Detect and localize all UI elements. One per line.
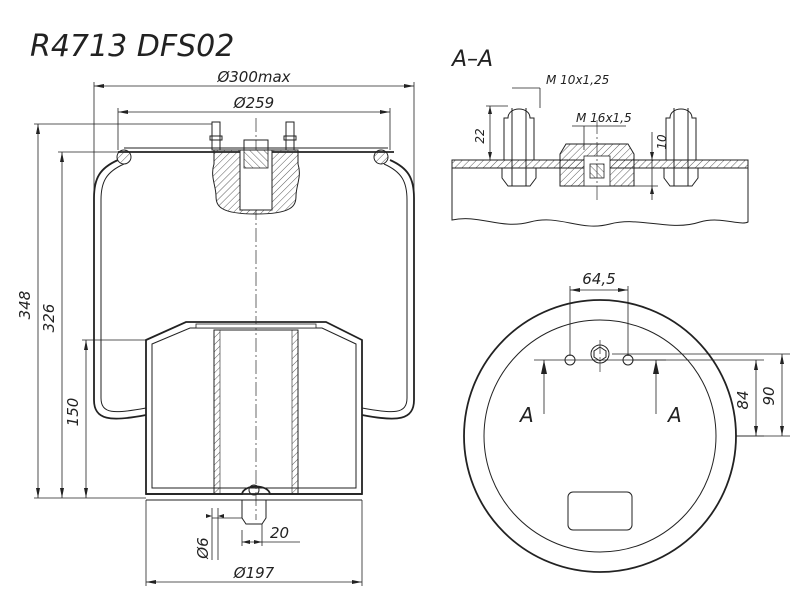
section-stud-left xyxy=(503,108,535,161)
section-stud-right xyxy=(665,108,697,161)
piston-body xyxy=(145,321,363,495)
dim-height-body: 326 xyxy=(40,304,58,333)
dim-diameter-max: Ø300max xyxy=(216,68,290,86)
section-marker-right: A xyxy=(666,403,682,427)
dim-offset-90: 90 xyxy=(760,386,778,405)
section-view-title: A–A xyxy=(450,47,493,72)
dim-height-total: 348 xyxy=(16,291,34,320)
dim-diameter-plate: Ø259 xyxy=(233,94,274,112)
bottom-pin xyxy=(241,500,267,525)
dim-diameter-pin: Ø6 xyxy=(194,537,212,559)
dim-center-depth: 10 xyxy=(655,134,669,150)
center-nut xyxy=(243,139,269,151)
left-crimp xyxy=(116,149,132,165)
dim-stud-spacing: 64,5 xyxy=(582,270,615,288)
break-line xyxy=(451,168,749,227)
section-a-a-view: M 10x1,25 M 16x1,5 22 10 xyxy=(451,73,749,227)
top-plan-view: A A 64,5 84 90 xyxy=(463,270,790,573)
dim-thread-stud: M 10x1,25 xyxy=(546,73,609,87)
dim-stud-height: 22 xyxy=(473,128,487,143)
right-crimp xyxy=(373,149,389,165)
label-plate xyxy=(567,491,633,531)
bellows-left-wall xyxy=(93,159,147,420)
dim-offset-pin: 20 xyxy=(270,524,289,542)
dim-offset-84: 84 xyxy=(734,390,752,409)
part-number-title: R4713 DFS02 xyxy=(30,29,234,64)
side-section-view: Ø300max Ø259 348 326 150 Ø6 xyxy=(16,68,415,586)
dim-diameter-piston: Ø197 xyxy=(233,564,275,582)
section-marker-left: A xyxy=(518,403,534,427)
bellows-right-wall xyxy=(361,159,415,420)
dim-height-piston: 150 xyxy=(64,398,82,427)
inner-plate-circle xyxy=(483,319,717,553)
dim-thread-center: M 16x1,5 xyxy=(576,111,632,125)
